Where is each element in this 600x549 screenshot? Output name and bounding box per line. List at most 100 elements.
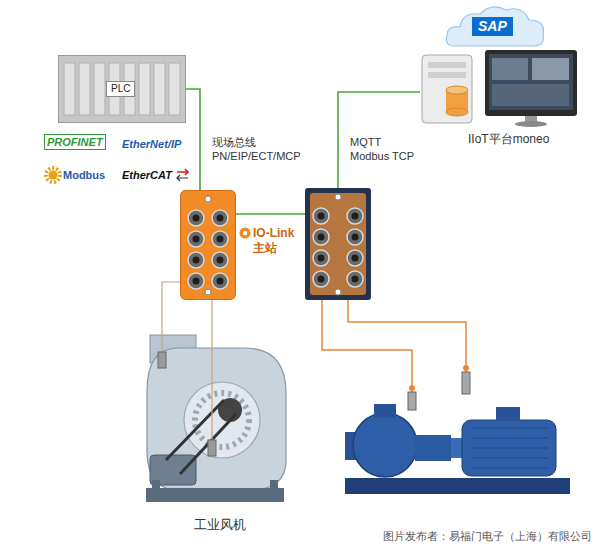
protocol-label: MQTT Modbus TCP: [350, 135, 420, 163]
m12-port-socket: [193, 257, 200, 264]
m12-port: [313, 208, 329, 224]
pump-motor: [462, 420, 556, 476]
m12-port-socket: [217, 236, 224, 243]
mqtt-line: [338, 92, 420, 188]
m12-port-socket: [217, 215, 224, 222]
vibration-sensor: [208, 440, 216, 456]
m12-port: [347, 208, 363, 224]
pump-base: [345, 478, 570, 494]
m12-port: [188, 231, 204, 247]
sensor-cable: [162, 318, 212, 440]
protocol-logo: EtherCAT: [122, 168, 172, 182]
server: [422, 55, 472, 123]
cable-dot: [409, 385, 415, 391]
m12-port-socket: [217, 257, 224, 264]
image-credit: 图片发布者：易福门电子（上海）有限公司: [383, 529, 592, 543]
industrial-fan: 工业风机: [138, 318, 302, 540]
sap-logo: SAP: [472, 17, 513, 36]
coupling: [451, 438, 463, 458]
m12-port-socket: [193, 236, 200, 243]
mount-hole: [335, 194, 341, 200]
mount-hole: [335, 289, 341, 295]
module-frame: [305, 188, 371, 300]
screen-panel: [492, 84, 569, 106]
fan-leg: [152, 480, 160, 488]
server-bay: [428, 72, 466, 78]
screen-panel: [492, 58, 528, 80]
m12-port: [347, 229, 363, 245]
module-graphic: [180, 190, 236, 300]
database-top: [446, 86, 468, 94]
cloud: [446, 7, 543, 46]
monitor-base: [515, 121, 547, 127]
io-link-logo-dot: [243, 231, 247, 235]
fan-belt: [166, 400, 236, 474]
cable-dot: [463, 365, 469, 371]
io-link-master-module: 现场总线 PN/EIP/ECT/MCP: [180, 190, 236, 300]
m12-port: [347, 271, 363, 287]
bearing-bracket: [415, 435, 451, 461]
protocol-logo: EtherNet/IP: [122, 137, 181, 151]
m12-port: [212, 273, 228, 289]
m12-port: [188, 273, 204, 289]
modbus-gear: [46, 168, 60, 182]
plc-rack: PLC: [58, 55, 186, 123]
database-bottom: [446, 108, 468, 116]
plc-frame: [59, 56, 186, 123]
m12-port-socket: [193, 278, 200, 285]
m12-port-socket: [318, 234, 325, 241]
io-link-logo: [240, 228, 251, 239]
m12-port: [347, 250, 363, 266]
pump-volute: [353, 413, 417, 477]
vibration-sensor: [158, 352, 166, 368]
motor-fins: [472, 428, 548, 468]
server-bay: [428, 62, 466, 68]
io-link-line: [236, 213, 305, 215]
fan-base: [146, 488, 284, 502]
vibration-sensor: [408, 392, 416, 410]
plc-slot: [154, 63, 165, 115]
module-graphic: [305, 188, 371, 300]
ethercat-arrow: [177, 175, 188, 181]
module-body: [181, 191, 236, 300]
terminal-box: [496, 407, 520, 421]
monitor-screen: [489, 54, 573, 110]
plc-slot: [169, 63, 180, 115]
m12-port: [188, 210, 204, 226]
m12-port-socket: [318, 255, 325, 262]
m12-port: [212, 231, 228, 247]
vibration-sensor: [462, 372, 470, 394]
m12-port: [212, 210, 228, 226]
fan-caption: 工业风机: [194, 517, 246, 533]
edge-label: IO-Link 主站: [253, 226, 305, 256]
m12-port-socket: [217, 278, 224, 285]
m12-port: [313, 271, 329, 287]
m12-port: [188, 252, 204, 268]
protocol-logo: Modbus: [63, 168, 105, 182]
m12-port-socket: [352, 213, 359, 220]
fieldbus-label: 现场总线 PN/EIP/ECT/MCP: [212, 135, 304, 163]
m12-port: [313, 250, 329, 266]
io-link-master-module: MQTT Modbus TCP: [305, 188, 371, 300]
plc-label: PLC: [106, 81, 135, 97]
ethercat-arrow: [177, 169, 188, 175]
fieldbus-line: [186, 89, 200, 190]
module-body: [310, 193, 366, 295]
modbus-gear-core: [49, 171, 58, 180]
m12-port-socket: [193, 215, 200, 222]
platform-caption: IIoT平台moneo: [468, 132, 549, 147]
screen-panel: [532, 58, 569, 80]
monitor: [485, 50, 577, 116]
fan-inlet: [184, 382, 260, 458]
m12-port: [313, 229, 329, 245]
mount-hole: [205, 196, 211, 202]
pump-outlet: [374, 404, 396, 418]
fan-leg: [270, 480, 278, 488]
sensor-cable: [322, 300, 466, 392]
module-graphic: [138, 318, 302, 540]
sensor-cable: [211, 300, 212, 318]
protocol-logo: PROFINET: [44, 134, 106, 150]
mount-hole: [205, 289, 211, 295]
m12-port-socket: [318, 213, 325, 220]
